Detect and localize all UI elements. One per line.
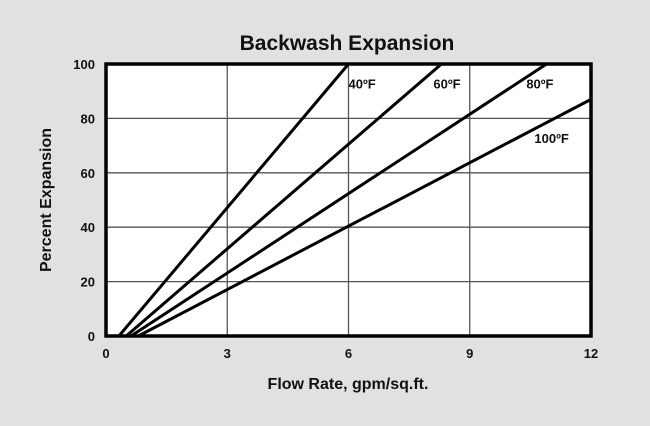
y-tick-label: 40 (81, 220, 95, 235)
y-axis-ticks: 0 20 40 60 80 100 (73, 57, 95, 344)
series-label: 40ºF (349, 76, 376, 91)
gridlines (106, 64, 591, 336)
x-tick-label: 12 (584, 346, 598, 361)
plot-frame (104, 62, 593, 338)
series-label: 60ºF (433, 76, 460, 91)
x-tick-label: 0 (102, 346, 109, 361)
x-tick-label: 9 (466, 346, 473, 361)
series-lines (117, 62, 592, 338)
y-tick-label: 0 (88, 329, 95, 344)
series-line (125, 62, 443, 338)
x-axis-label: Flow Rate, gpm/sq.ft. (268, 376, 429, 393)
y-axis-label: Percent Expansion (38, 128, 55, 272)
series-line (137, 98, 592, 338)
series-labels: 40ºF 60ºF 80ºF 100ºF (349, 76, 569, 145)
y-tick-label: 100 (73, 57, 95, 72)
x-axis-ticks: 0 3 6 9 12 (102, 346, 598, 361)
series-line (117, 63, 350, 337)
y-tick-label: 20 (81, 275, 95, 290)
y-tick-label: 60 (81, 166, 95, 181)
x-tick-label: 6 (345, 346, 352, 361)
series-label: 100ºF (534, 131, 568, 146)
x-tick-label: 3 (224, 346, 231, 361)
chart-title: Backwash Expansion (240, 32, 455, 55)
y-tick-label: 80 (81, 111, 95, 126)
series-line (130, 62, 548, 338)
series-label: 80ºF (526, 76, 553, 91)
